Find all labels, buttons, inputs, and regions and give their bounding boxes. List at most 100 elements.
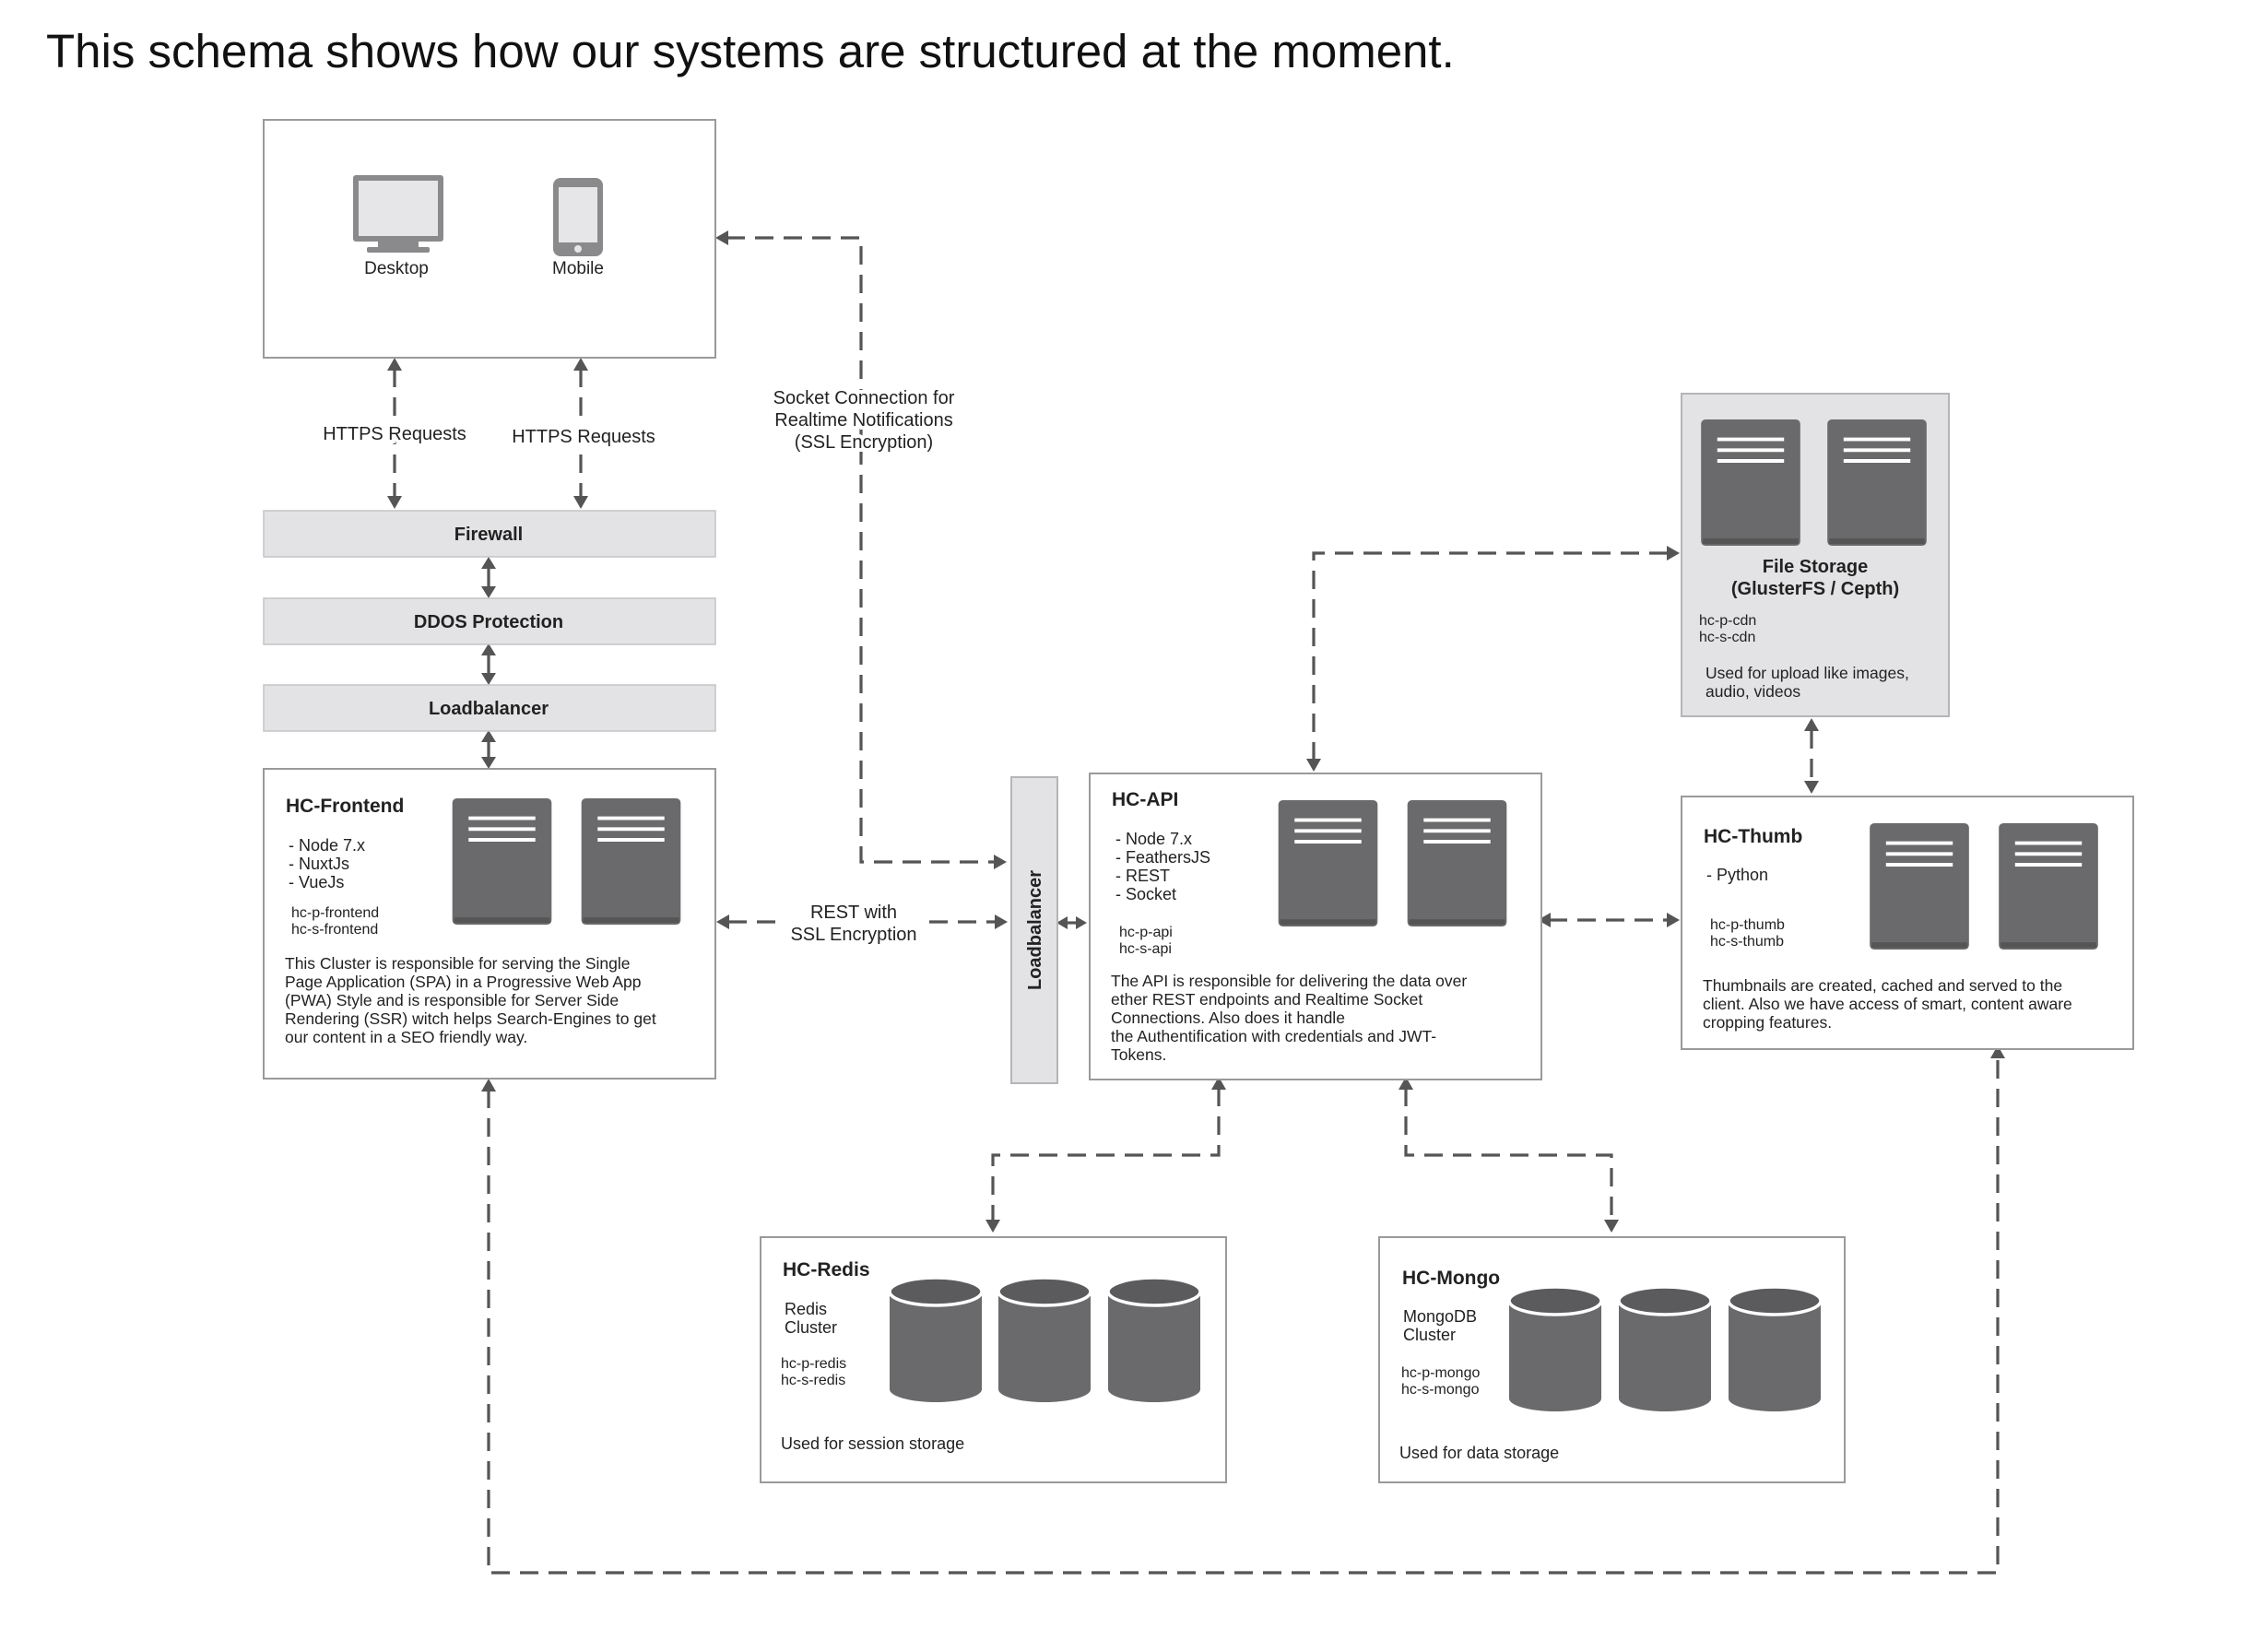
socket-connector — [715, 230, 1007, 869]
frontend-desc-2: Page Application (SPA) in a Progressive … — [285, 973, 642, 991]
connectors — [387, 230, 2005, 1575]
monitor-icon — [353, 175, 443, 253]
https-connector-desktop — [387, 358, 402, 509]
mongo-kind-2: Cluster — [1403, 1326, 1456, 1344]
frontend-desc-4: Rendering (SSR) witch helps Search-Engin… — [285, 1009, 656, 1028]
thumb-host-2: hc-s-thumb — [1710, 934, 1784, 950]
api-host-2: hc-s-api — [1119, 941, 1172, 957]
api-host-1: hc-p-api — [1119, 925, 1173, 940]
api-tech-3: - REST — [1115, 867, 1170, 885]
storage-desc-2: audio, videos — [1705, 682, 1800, 701]
api-desc-5: Tokens. — [1111, 1045, 1166, 1064]
desktop-label: Desktop — [364, 259, 429, 278]
mongo-host-2: hc-s-mongo — [1401, 1382, 1480, 1398]
socket-connection-label: Socket Connection for Realtime Notificat… — [770, 384, 959, 456]
server-icon — [1701, 419, 1800, 546]
rest-connection-label: REST with SSL Encryption — [790, 903, 916, 945]
server-icon — [1279, 800, 1378, 926]
api-desc-4: the Authentification with credentials an… — [1111, 1027, 1436, 1045]
api-storage-connector — [1306, 546, 1680, 772]
server-icon — [1999, 823, 2098, 950]
api-loadbalancer-label: Loadbalancer — [1025, 870, 1045, 990]
thumb-desc-2: client. Also we have access of smart, co… — [1703, 995, 2072, 1013]
mobile-label: Mobile — [552, 259, 604, 278]
ddos-label: DDOS Protection — [414, 612, 563, 632]
socket-label-line3: (SSL Encryption) — [795, 432, 933, 453]
api-tech-1: - Node 7.x — [1115, 830, 1192, 848]
storage-thumb-connector — [1804, 718, 1819, 794]
server-icon — [1408, 800, 1507, 926]
api-title: HC-API — [1112, 789, 1178, 810]
database-icon — [1617, 1285, 1713, 1413]
server-icon — [453, 798, 552, 925]
hc-mongo-box: HC-Mongo MongoDB Cluster hc-p-mongo hc-s… — [1378, 1236, 1846, 1483]
database-icon — [1106, 1276, 1202, 1404]
mongo-description: Used for data storage — [1399, 1444, 1559, 1462]
frontend-desc-5: our content in a SEO friendly way. — [285, 1028, 527, 1046]
database-icon — [997, 1276, 1092, 1404]
rest-label-line2: SSL Encryption — [790, 925, 916, 945]
mongo-kind-1: MongoDB — [1403, 1307, 1477, 1326]
database-icon — [888, 1276, 984, 1404]
redis-host-1: hc-p-redis — [781, 1356, 846, 1372]
api-tech-4: - Socket — [1115, 885, 1176, 903]
redis-host-2: hc-s-redis — [781, 1373, 845, 1388]
clients-box: Desktop Mobile — [263, 119, 716, 359]
redis-kind-1: Redis — [785, 1300, 827, 1318]
redis-description: Used for session storage — [781, 1434, 964, 1453]
rest-connector — [716, 914, 1008, 929]
smartphone-icon — [553, 178, 603, 256]
frontend-desc-1: This Cluster is responsible for serving … — [285, 954, 630, 973]
api-redis-connector — [985, 1077, 1226, 1233]
https-requests-label-desktop: HTTPS Requests — [323, 424, 466, 444]
hc-redis-box: HC-Redis Redis Cluster hc-p-redis hc-s-r… — [760, 1236, 1227, 1483]
frontend-tech-2: - NuxtJs — [289, 855, 349, 873]
frontend-tech-1: - Node 7.x — [289, 836, 365, 855]
frontend-host-2: hc-s-frontend — [291, 922, 378, 938]
file-storage-box: File Storage (GlusterFS / Cepth) hc-p-cd… — [1681, 393, 1950, 717]
frontend-host-1: hc-p-frontend — [291, 905, 379, 921]
firewall-ddos-connector — [481, 557, 496, 598]
storage-host-1: hc-p-cdn — [1699, 613, 1756, 629]
api-loadbalancer-connector — [1056, 916, 1087, 929]
storage-host-2: hc-s-cdn — [1699, 630, 1755, 645]
storage-title-line1: File Storage — [1763, 557, 1868, 577]
database-icon — [1727, 1285, 1823, 1413]
api-tech-2: - FeathersJS — [1115, 848, 1210, 867]
thumb-tech-1: - Python — [1706, 866, 1768, 884]
api-loadbalancer: Loadbalancer — [1010, 776, 1058, 1084]
mongo-title: HC-Mongo — [1402, 1268, 1500, 1289]
firewall-layer: Firewall — [263, 510, 716, 558]
redis-kind-2: Cluster — [785, 1318, 837, 1337]
thumb-desc-3: cropping features. — [1703, 1013, 1832, 1032]
https-requests-label-mobile: HTTPS Requests — [512, 427, 655, 447]
socket-label-line2: Realtime Notifications — [774, 410, 952, 431]
storage-title-line2: (GlusterFS / Cepth) — [1731, 579, 1899, 599]
thumb-title: HC-Thumb — [1704, 826, 1802, 847]
api-desc-3: Connections. Also does it handle — [1111, 1009, 1345, 1027]
hc-frontend-box: HC-Frontend - Node 7.x - NuxtJs - VueJs … — [263, 768, 716, 1080]
thumb-desc-1: Thumbnails are created, cached and serve… — [1703, 976, 2062, 995]
redis-title: HC-Redis — [783, 1259, 870, 1280]
loadbalancer-frontend-connector — [481, 730, 496, 769]
frontend-desc-3: (PWA) Style and is responsible for Serve… — [285, 991, 619, 1009]
api-desc-2: ether REST endpoints and Realtime Socket — [1111, 990, 1422, 1009]
socket-label-line1: Socket Connection for — [773, 388, 955, 408]
loadbalancer-layer: Loadbalancer — [263, 684, 716, 732]
firewall-label: Firewall — [454, 525, 523, 545]
rest-label-line1: REST with — [810, 903, 897, 923]
frontend-tech-3: - VueJs — [289, 873, 344, 891]
server-icon — [582, 798, 681, 925]
thumb-host-1: hc-p-thumb — [1710, 917, 1785, 933]
server-icon — [1827, 419, 1927, 546]
frontend-thumb-connector — [481, 1045, 2005, 1575]
loadbalancer-label: Loadbalancer — [429, 699, 549, 719]
api-thumb-connector — [1538, 913, 1680, 927]
api-desc-1: The API is responsible for delivering th… — [1111, 972, 1467, 990]
server-icon — [1870, 823, 1969, 950]
page-heading: This schema shows how our systems are st… — [46, 25, 1455, 77]
hc-api-box: HC-API - Node 7.x - FeathersJS - REST - … — [1089, 773, 1542, 1080]
ddos-loadbalancer-connector — [481, 643, 496, 685]
storage-desc-1: Used for upload like images, — [1705, 664, 1909, 682]
